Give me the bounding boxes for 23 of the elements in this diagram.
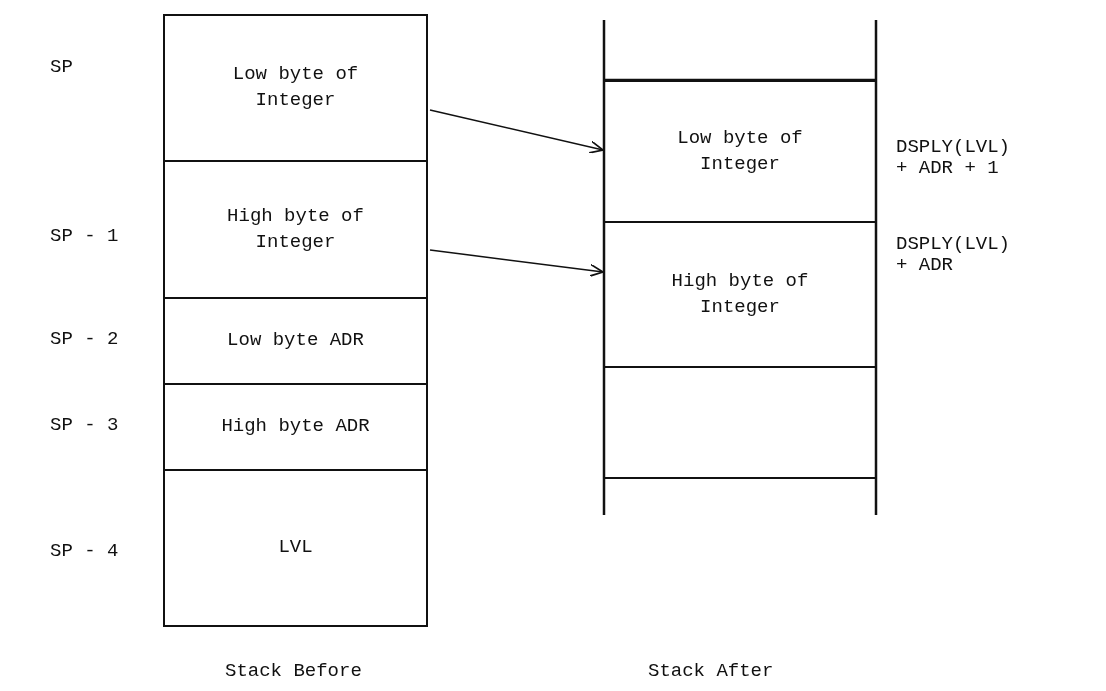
cell-text: High byte of Integer: [670, 268, 810, 320]
cell-text: LVL: [278, 535, 313, 561]
stack-cell: [163, 14, 428, 162]
address-label: SP - 1: [50, 226, 120, 247]
arrow: [429, 249, 604, 278]
cell-text: Low byte of Integer: [231, 62, 360, 113]
cell-text: High byte of Integer: [226, 203, 365, 255]
stack-cell: [163, 469, 428, 627]
address-label: SP - 3: [50, 415, 120, 436]
cell-text: Low byte of Integer: [676, 125, 804, 177]
address-label: SP - 4: [50, 541, 120, 562]
address-label: DSPLY(LVL) + ADR: [896, 234, 1012, 276]
address-label: SP - 2: [50, 329, 120, 350]
stack-cell: [163, 297, 428, 385]
cell-text: High byte ADR: [221, 414, 370, 440]
address-label: DSPLY(LVL) + ADR + 1: [896, 137, 1012, 179]
arrow: [429, 109, 604, 154]
stack-caption: Stack After: [648, 660, 774, 682]
stack-cell: [163, 160, 428, 299]
cell-text: Low byte ADR: [227, 328, 364, 354]
stack-cell: [163, 383, 428, 471]
address-label: SP: [50, 56, 73, 78]
stack-caption: Stack Before: [225, 660, 362, 682]
